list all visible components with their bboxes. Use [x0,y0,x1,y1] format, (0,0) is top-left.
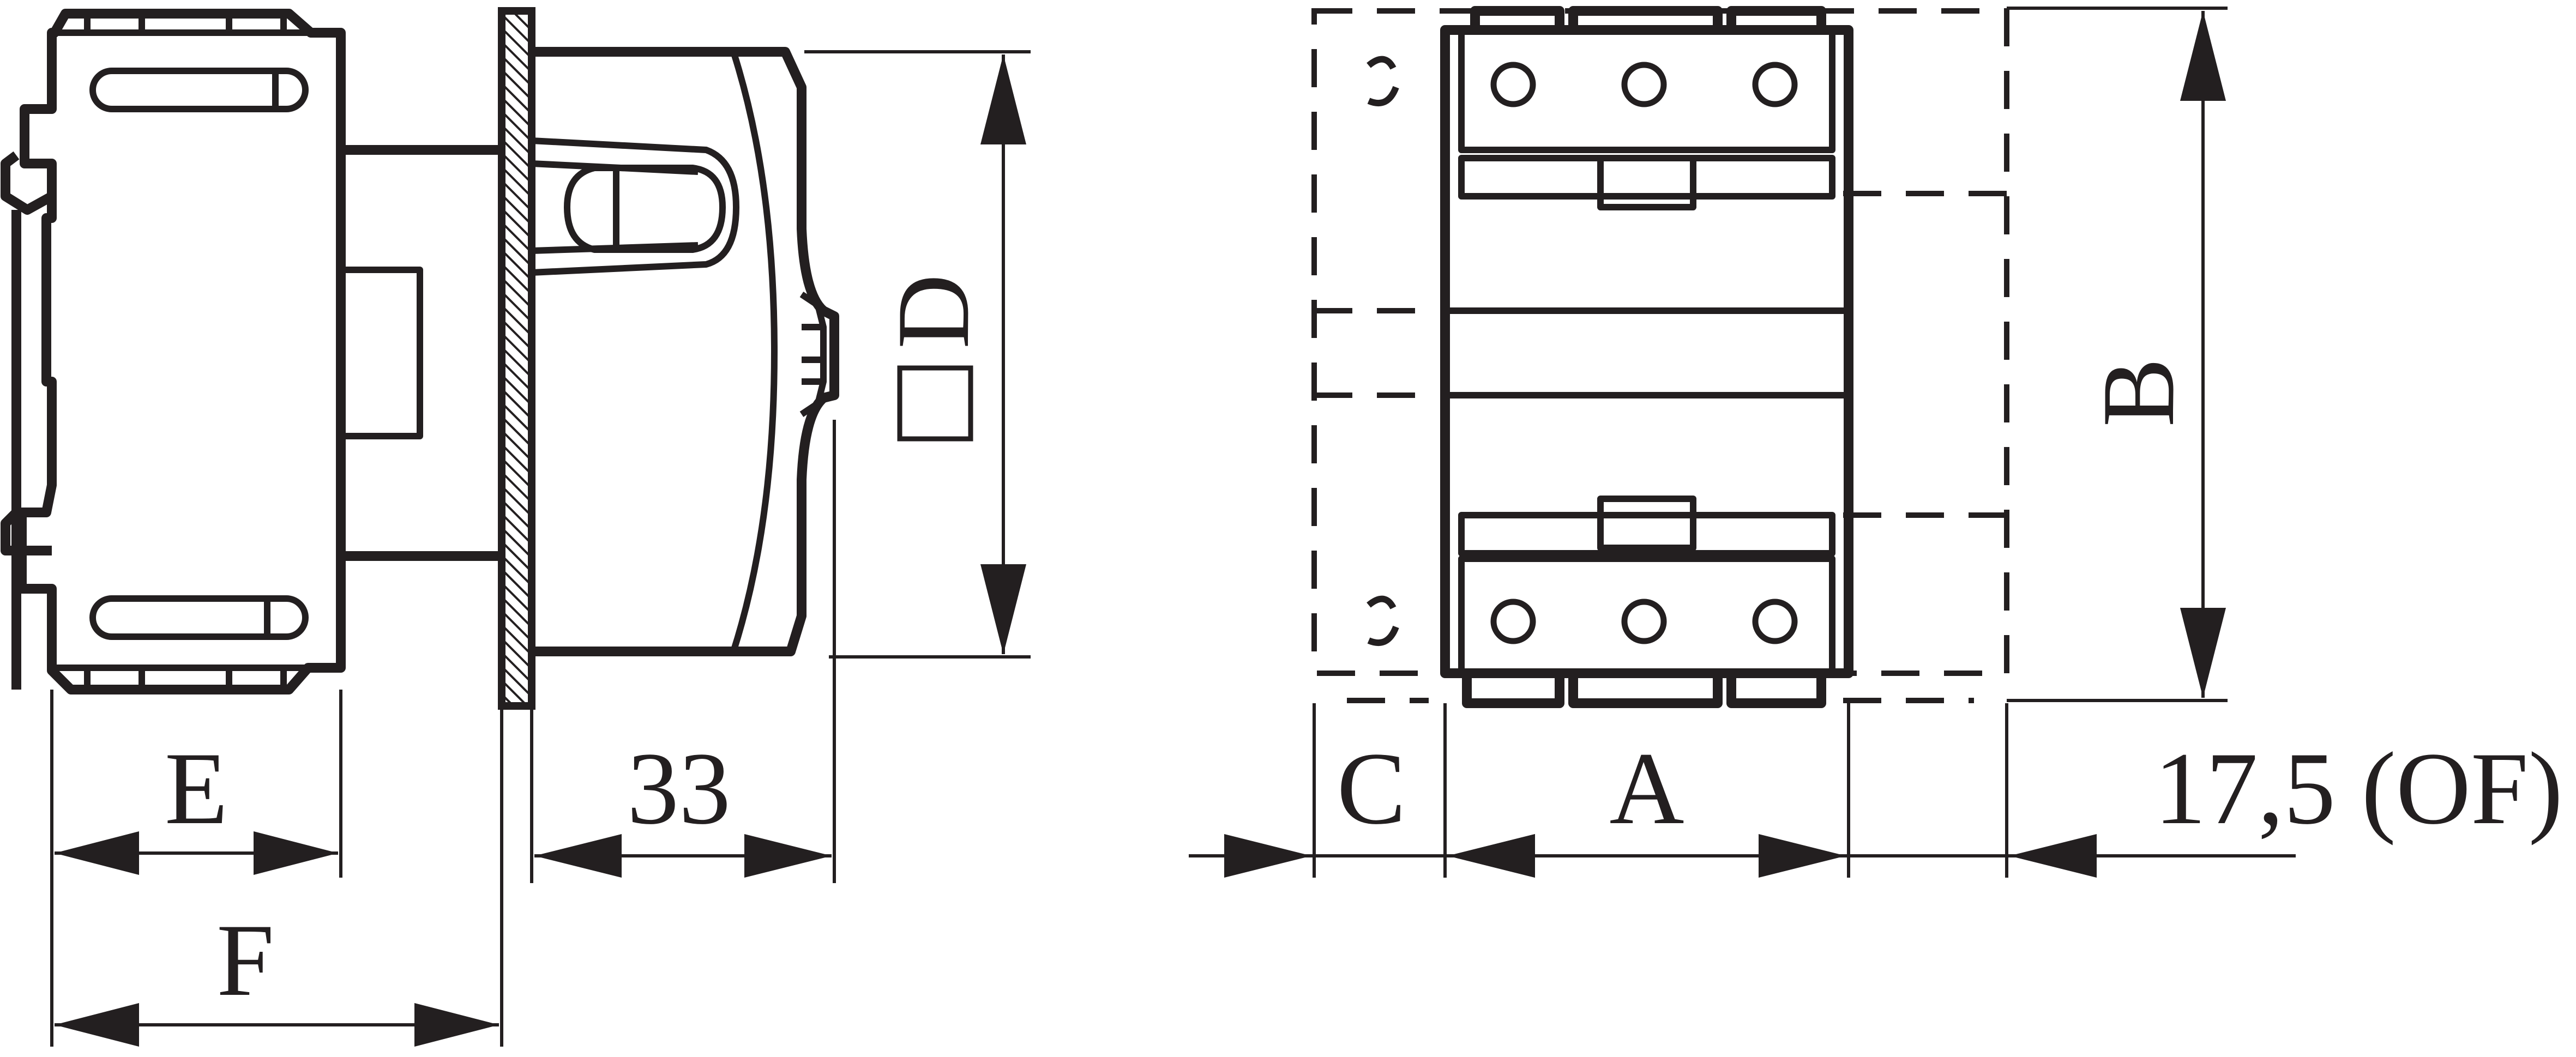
din-clip-top [1,151,55,215]
a-arrow-left [1448,834,1535,878]
lever-pin [564,165,726,253]
switch-body-outline [17,9,346,694]
neck-outline [341,145,502,561]
screw-top-3 [1752,62,1798,107]
a-arrow-right [1759,834,1846,878]
knob-body [532,47,839,656]
e-arrow-left [55,831,139,875]
bottom-terminal-tab [1597,496,1696,551]
f-arrow-left [55,1003,139,1047]
slot-top [89,68,309,112]
label-square-d: D [876,274,991,349]
bottom-tabs [55,665,308,690]
dim33-arrow-left [534,834,622,878]
square-d-label-group: D [876,274,991,442]
screw-top-1 [1490,62,1536,107]
dim33-arrow-right [744,834,832,878]
bottom-terminal-base [1458,512,1835,557]
top-terminal-block [1458,27,1835,153]
top-terminal-tabs [1470,6,1826,30]
top-tabs [55,14,311,36]
label-c: C [1337,732,1406,846]
square-symbol [897,365,973,442]
top-terminal-tab [1597,155,1696,210]
top-terminal-base [1458,155,1835,200]
din-clip-bottom [1,509,52,555]
f-arrow-right [414,1003,499,1047]
aux-arc-bottom [1367,595,1399,646]
label-f: F [216,903,274,1018]
slot-bottom [89,595,309,640]
screw-bottom-2 [1621,599,1667,644]
b-arrow-bottom [2180,608,2226,698]
label-a: A [1609,732,1684,846]
aux-arc-top [1367,56,1399,106]
of-arrow [2009,834,2097,878]
d-arrow-bottom [980,564,1026,654]
aux-dashed-lines [1314,191,2007,703]
bottom-terminal-block [1458,555,1835,677]
d-arrow-top [980,55,1026,144]
label-33: 33 [627,732,731,846]
knob-grip [799,292,827,417]
e-arrow-right [254,831,338,875]
label-b: B [2081,358,2196,427]
neck-step [338,150,423,556]
b-arrow-top [2180,11,2226,101]
lever-handle [531,137,739,276]
c-arrow-left [1224,834,1311,878]
switch-front-body [1440,25,1853,678]
label-of-note: 17,5 (OF) [2154,732,2563,846]
knob-face-curve [730,51,778,653]
aux-contact-outline [1311,8,2009,676]
front-view: B C A 17,5 (OF) [1189,6,2563,878]
screw-top-2 [1621,62,1667,107]
label-e: E [165,732,228,846]
screw-bottom-1 [1490,599,1536,644]
mounting-panel [498,7,535,710]
bottom-terminal-tabs [1462,673,1826,708]
screw-bottom-3 [1752,599,1798,644]
side-view: D E F 33 [1,7,1031,1047]
